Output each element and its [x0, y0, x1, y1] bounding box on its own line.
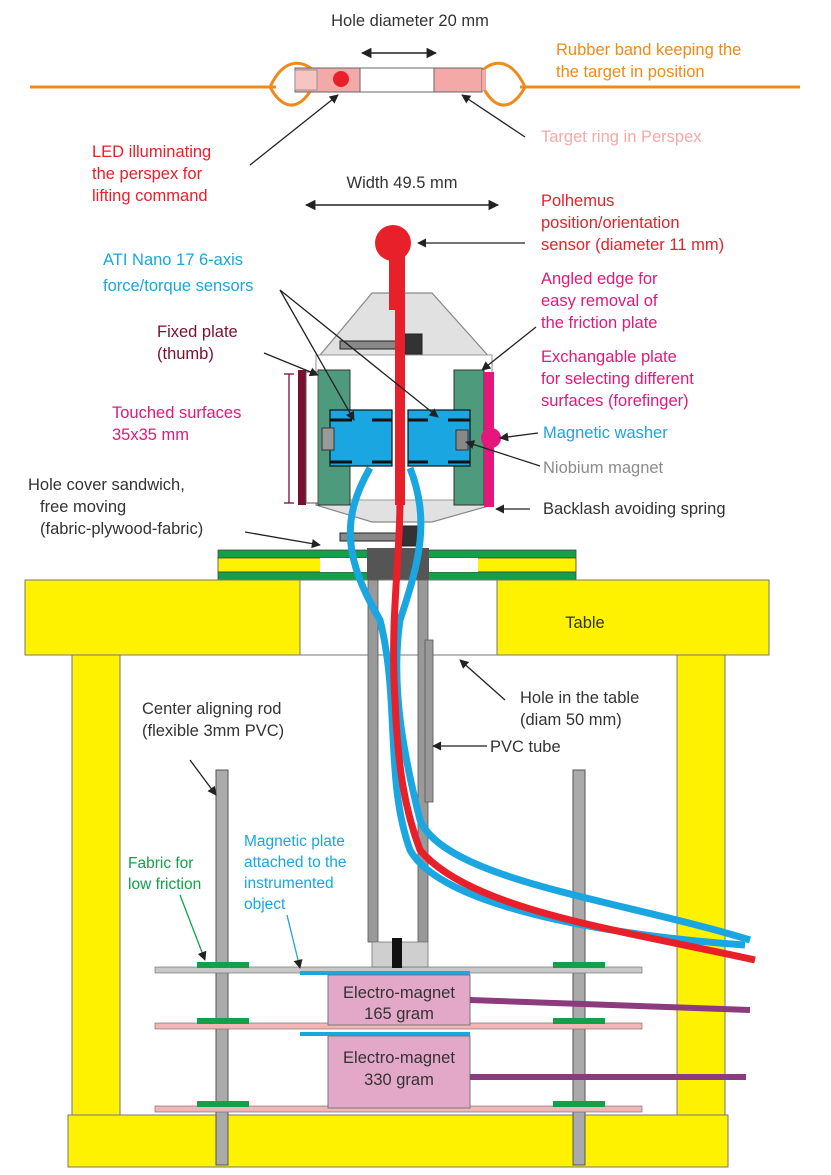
center-rod-label-1: Center aligning rod [142, 700, 281, 718]
electro-magnet-1-label-1: Electro-magnet [343, 984, 455, 1002]
fabric-pads [197, 962, 605, 1107]
rubber-band-label-1: Rubber band keeping the [556, 41, 741, 59]
exchangeable-plate-label-2: for selecting different [541, 370, 694, 388]
hole-cover-label-2: free moving [40, 498, 126, 516]
table-label: Table [565, 614, 604, 632]
exchangeable-plate-label-3: surfaces (forefinger) [541, 392, 689, 410]
hole-table-label-1: Hole in the table [520, 689, 639, 707]
hole-table-label-2: (diam 50 mm) [520, 711, 622, 729]
magnetic-washer-label: Magnetic washer [543, 424, 668, 442]
touched-surfaces-label-2: 35x35 mm [112, 426, 189, 444]
force-sensors [321, 409, 471, 467]
angled-edge-label-2: easy removal of [541, 292, 658, 310]
electro-magnet-1-label-2: 165 gram [364, 1005, 434, 1023]
electro-magnet-2-label-2: 330 gram [364, 1071, 434, 1089]
target-ring [294, 67, 486, 93]
electro-magnets [327, 938, 471, 1109]
polhemus-label-3: sensor (diameter 11 mm) [541, 236, 724, 254]
polhemus-cable [390, 255, 756, 964]
fabric-label-2: low friction [128, 876, 201, 893]
hole-cover-label-1: Hole cover sandwich, [28, 476, 185, 494]
target-ring-pointer [461, 94, 526, 138]
backlash-spring-label: Backlash avoiding spring [543, 500, 726, 518]
magnetic-plate-label-4: object [244, 896, 286, 913]
ati-label-1: ATI Nano 17 6-axis [103, 251, 243, 269]
angled-edge-label-3: the friction plate [541, 314, 657, 332]
ati-label-2: force/torque sensors [103, 277, 253, 295]
width-label: Width 49.5 mm [347, 174, 458, 192]
fabric-label-1: Fabric for [128, 855, 193, 872]
polhemus-label-1: Polhemus [541, 192, 614, 210]
led-label-2: the perspex for [92, 165, 203, 183]
led-pointer [249, 94, 339, 166]
pvc-tube-label: PVC tube [490, 738, 561, 756]
angled-edge-label-1: Angled edge for [541, 270, 658, 288]
touched-surfaces-label-1: Touched surfaces [112, 404, 241, 422]
hole-cover-label-3: (fabric-plywood-fabric) [40, 520, 203, 538]
led-label-1: LED illuminating [92, 143, 211, 161]
polhemus-label-2: position/orientation [541, 214, 680, 232]
magnetic-plate-label-1: Magnetic plate [244, 833, 345, 850]
target-ring-label: Target ring in Perspex [541, 128, 702, 146]
rubber-band-label-2: the target in position [556, 63, 705, 81]
magnetic-plate-label-3: instrumented [244, 875, 334, 892]
fixed-plate-label-1: Fixed plate [157, 323, 238, 341]
fixed-plate-label-2: (thumb) [157, 345, 214, 363]
purple-cables [469, 997, 751, 1080]
led-dot [333, 71, 349, 87]
niobium-magnet-label: Niobium magnet [543, 459, 664, 477]
led-label-3: lifting command [92, 187, 208, 205]
center-rod-label-2: (flexible 3mm PVC) [142, 722, 284, 740]
exchangeable-plate-label-1: Exchangable plate [541, 348, 677, 366]
hole-diameter-label: Hole diameter 20 mm [331, 12, 489, 30]
electro-magnet-2-label-1: Electro-magnet [343, 1049, 455, 1067]
polhemus-sensor [375, 225, 411, 310]
leader-lines [179, 238, 541, 969]
touched-surface-bracket [284, 373, 294, 504]
magnetic-plate-label-2: attached to the [244, 854, 347, 871]
